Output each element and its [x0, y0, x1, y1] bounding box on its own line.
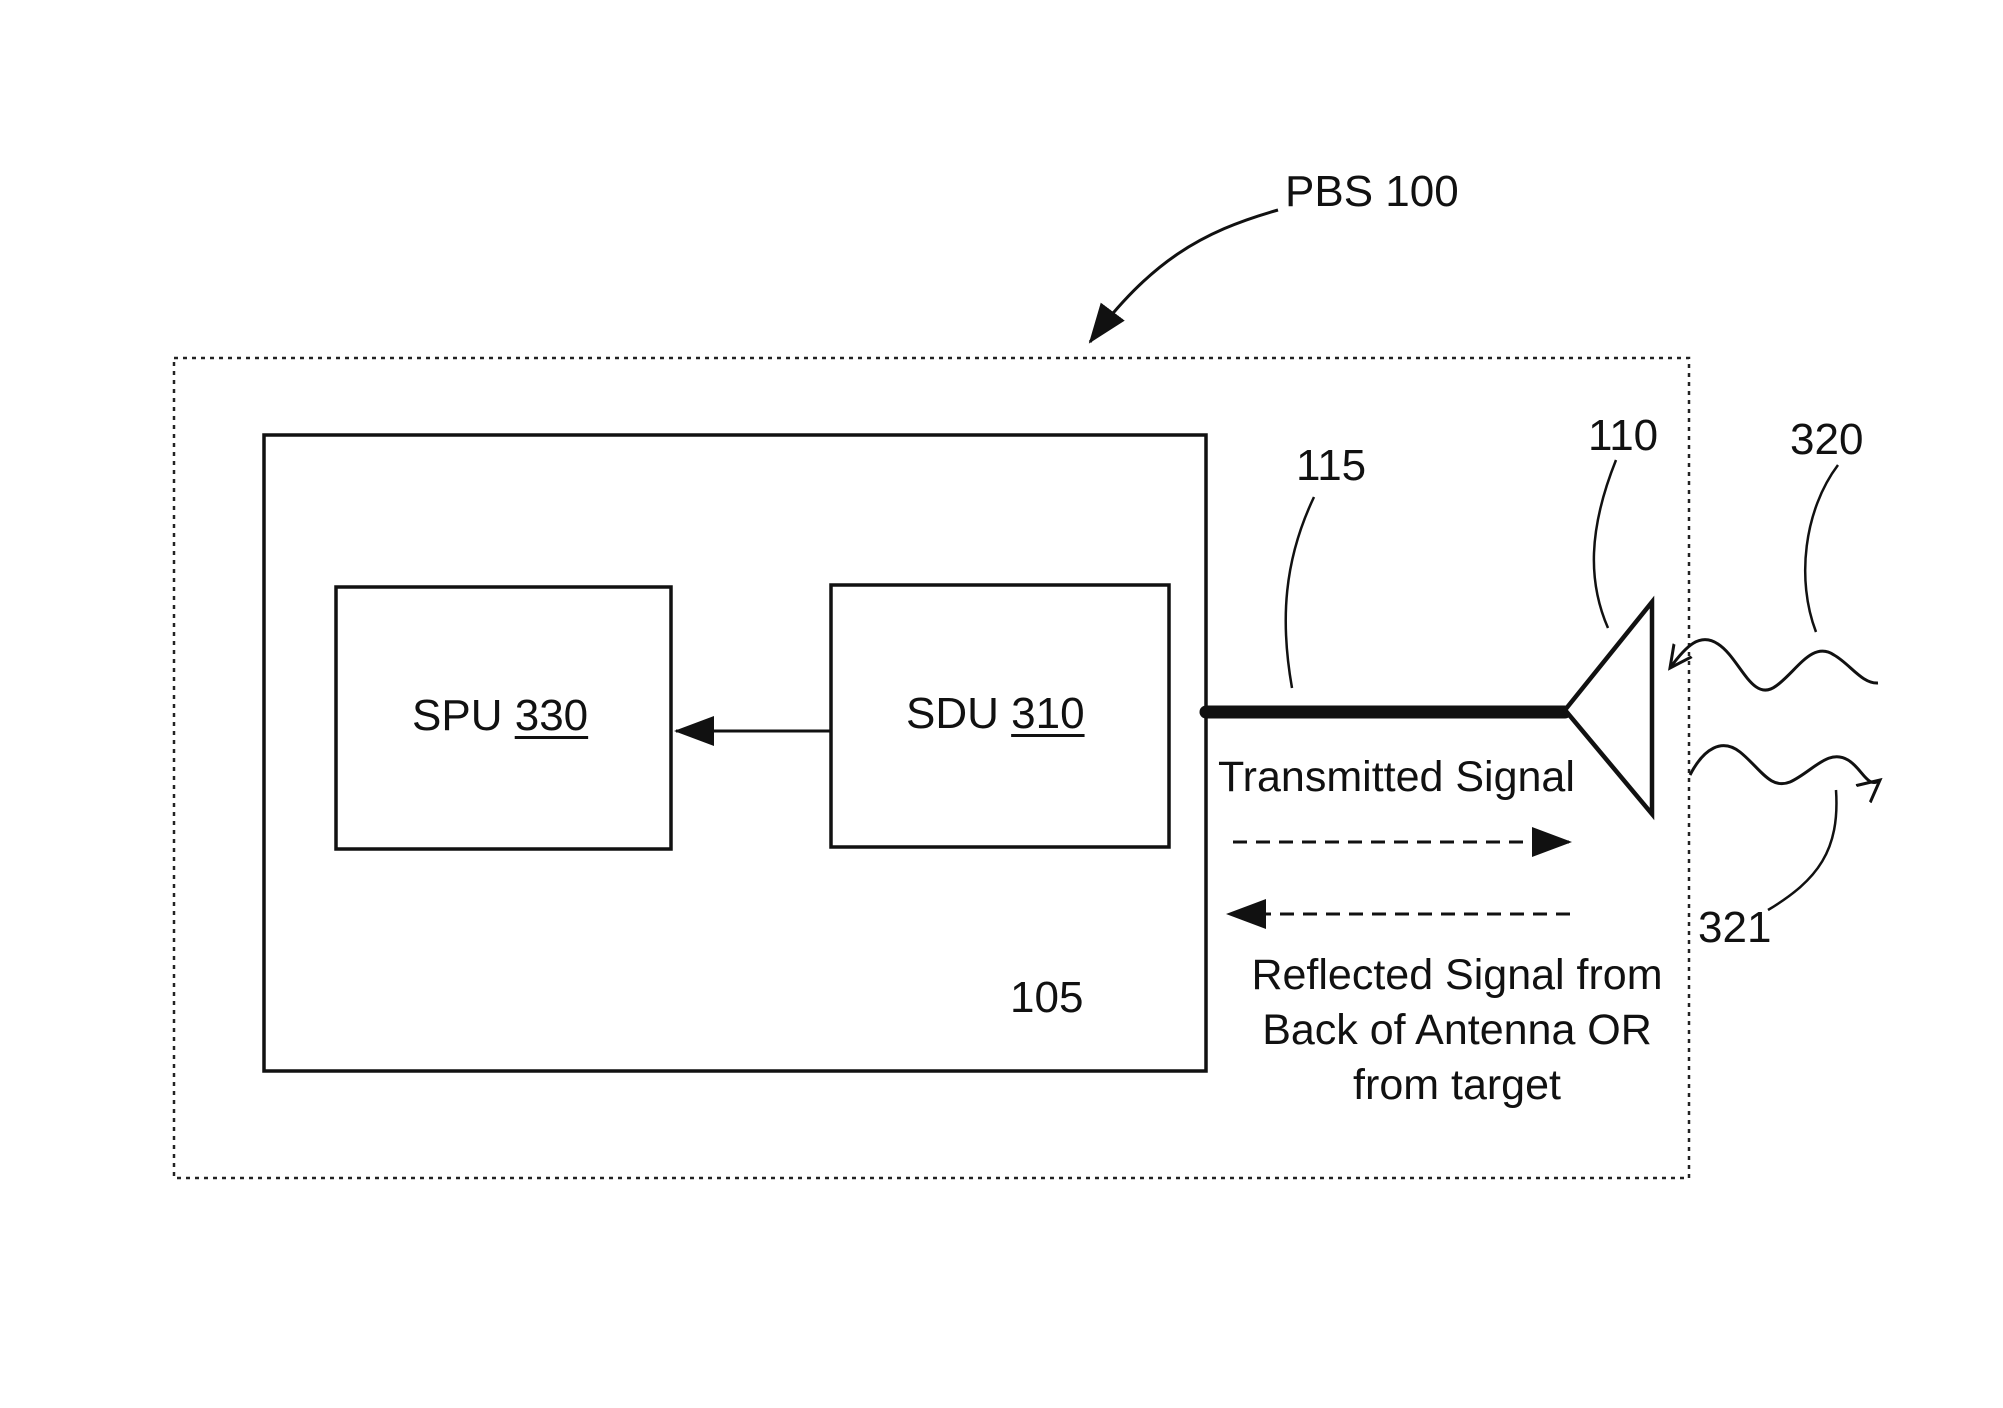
sdu-name: SDU [906, 689, 999, 738]
outgoing-wave-321-label: 321 [1698, 906, 1771, 950]
leader-321 [1768, 790, 1836, 910]
transmitted-signal-label: Transmitted Signal [1218, 756, 1575, 799]
spu-name: SPU [412, 691, 502, 740]
sdu-number: 310 [1011, 689, 1084, 738]
reflected-signal-label: Reflected Signal from Back of Antenna OR… [1222, 948, 1692, 1113]
antenna-110 [1565, 602, 1652, 814]
pbs-label: PBS 100 [1285, 170, 1459, 214]
spu-number: 330 [515, 691, 588, 740]
incoming-wave-320 [1670, 640, 1878, 691]
antenna-110-label: 110 [1588, 414, 1658, 458]
outgoing-wave-321 [1690, 746, 1880, 784]
spu-label: SPU 330 [412, 694, 588, 738]
reflected-line-2: Back of Antenna OR [1222, 1003, 1692, 1058]
feed-line-115-label: 115 [1296, 444, 1366, 488]
reflected-line-1: Reflected Signal from [1222, 948, 1692, 1003]
sdu-label: SDU 310 [906, 692, 1085, 736]
leader-110 [1594, 460, 1616, 628]
leader-320 [1805, 465, 1838, 632]
enclosure-105-label: 105 [1010, 976, 1083, 1020]
leader-115 [1286, 497, 1314, 688]
incoming-wave-320-label: 320 [1790, 418, 1863, 462]
reflected-line-3: from target [1222, 1058, 1692, 1113]
pbs-leader-arrow [1090, 210, 1278, 342]
